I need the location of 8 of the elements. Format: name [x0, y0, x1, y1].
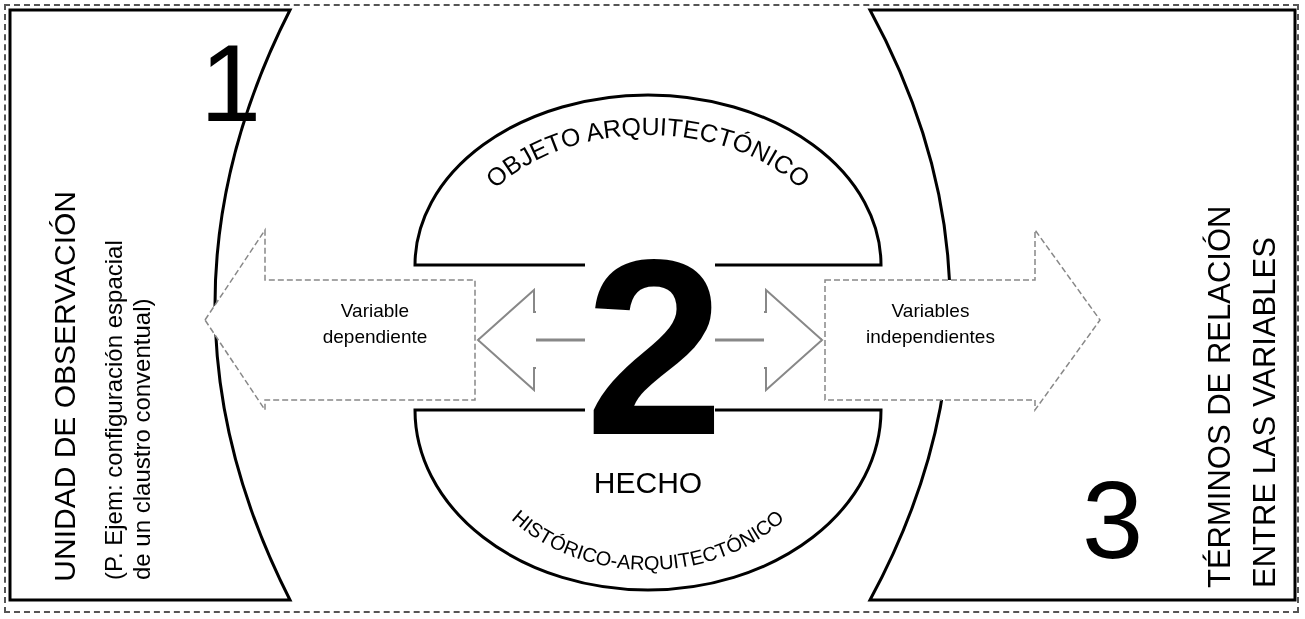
heading: HECHO — [592, 466, 704, 500]
arrow-label: Variables independientes — [865, 299, 996, 349]
vertical-note: (P. Ejem: configuración espacial de un claustro conventual) — [100, 239, 156, 580]
step-number: 3 — [1082, 465, 1144, 575]
vertical-title: TÉRMINOS DE RELACIÓN ENTRE LAS VARIABLES — [1201, 204, 1283, 588]
step-number: 1 — [200, 28, 262, 138]
arrow-label: Variable dependiente — [321, 299, 429, 349]
vertical-title: UNIDAD DE OBSERVACIÓN — [48, 191, 82, 582]
